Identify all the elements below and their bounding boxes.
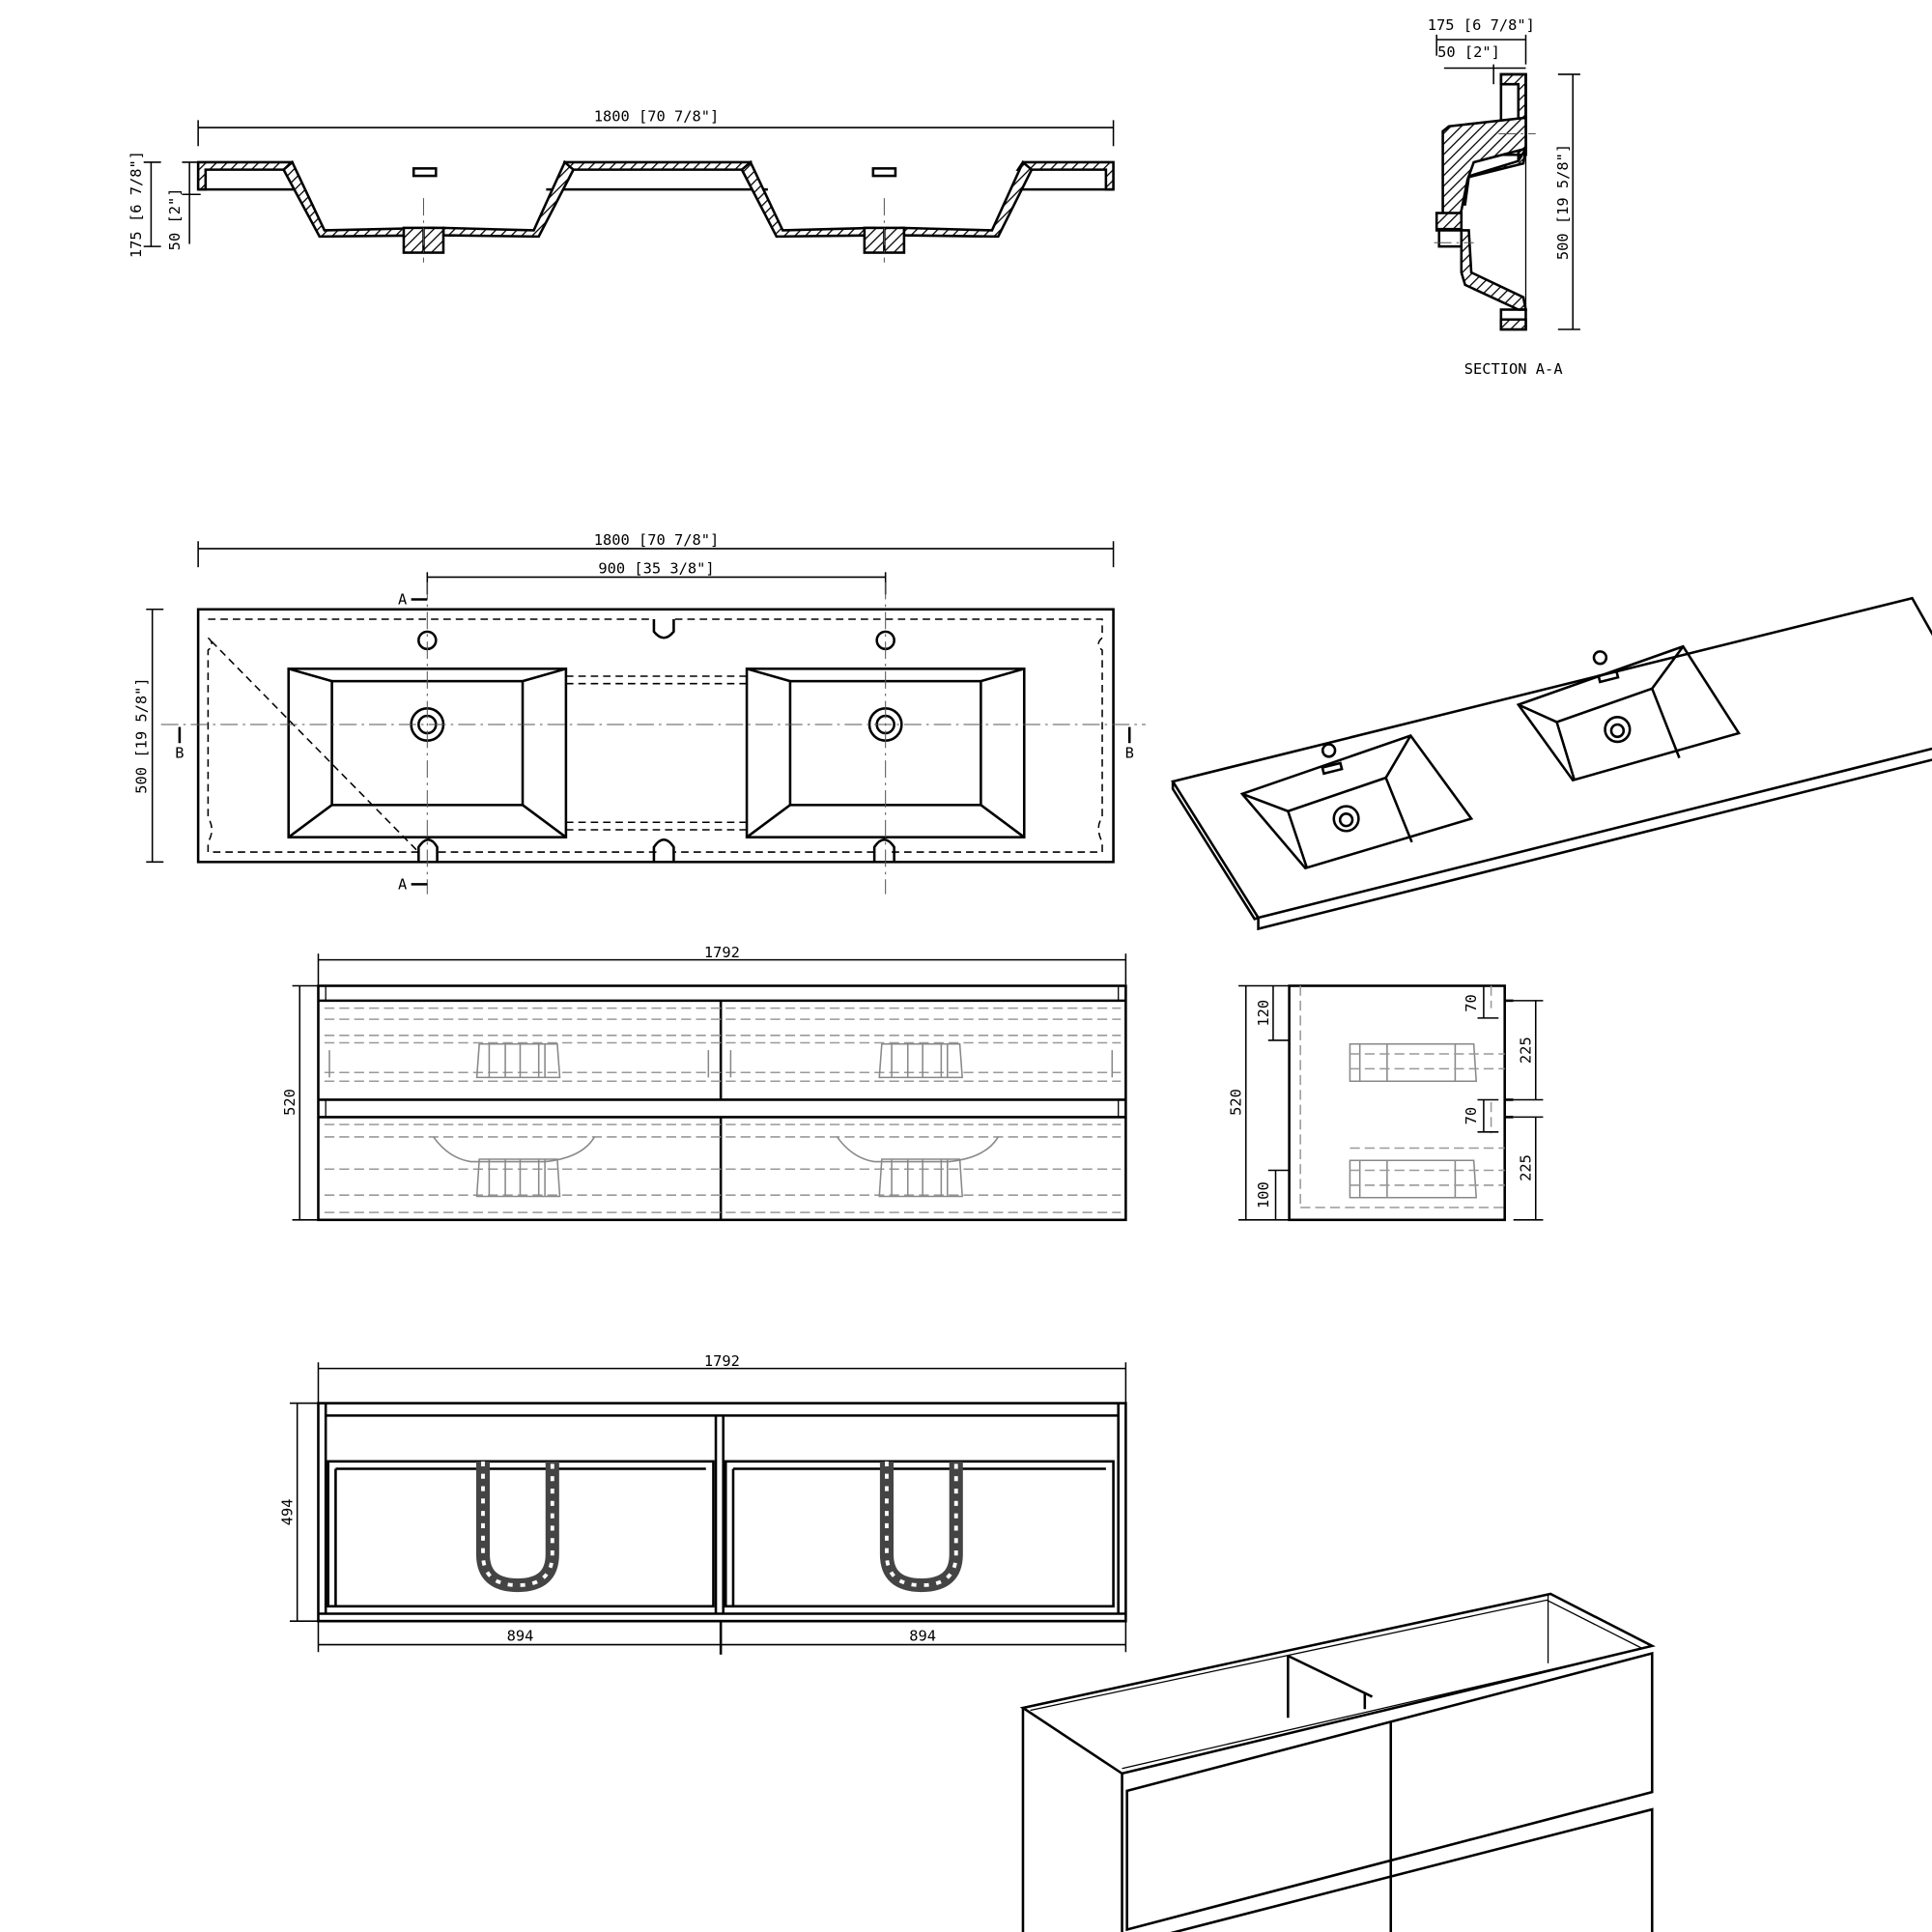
- faucet-hole: [1592, 650, 1608, 666]
- section-marker-b-right: B: [1125, 745, 1134, 762]
- overall-width-label: 1800 [70 7/8"]: [594, 108, 720, 126]
- basin-spacing-label: 900 [35 3/8"]: [598, 560, 714, 578]
- section-marker-a-top: A: [398, 591, 407, 609]
- section-marker-b-left: B: [175, 745, 184, 762]
- right-bay-label: 894: [909, 1628, 936, 1645]
- bottom-rail-label: 100: [1255, 1181, 1272, 1208]
- sink-cross-section: 1800 [70 7/8"] 175 [6 7/8"] 50 [2"]: [128, 108, 1115, 263]
- drawer-gap-mid-label: 70: [1463, 1107, 1480, 1125]
- section-a-a: 175 [6 7/8"] 50 [2"] 500 [19 5/8"] SECTI…: [1428, 16, 1580, 378]
- drawer-front-top: [1125, 1651, 1654, 1932]
- section-title: SECTION A-A: [1464, 360, 1563, 378]
- drawer-slide-hardware: [475, 1043, 963, 1198]
- overflow-slot: [412, 167, 438, 178]
- overflow-slot: [1321, 761, 1344, 776]
- section-depth-label: 175 [6 7/8"]: [1428, 16, 1535, 34]
- section-marker-a-bottom: A: [398, 876, 407, 894]
- countertop-outline: [196, 608, 1115, 864]
- drain-icon: [1332, 805, 1360, 833]
- side-panel: [1288, 984, 1506, 1222]
- top-rail-label: 120: [1255, 1000, 1272, 1027]
- cabinet-side-elevation: 520 120 100 70 70 225 225: [1228, 984, 1544, 1222]
- overflow-slot: [1597, 669, 1620, 684]
- cabinet-isometric-view: [1019, 1592, 1656, 1932]
- faucet-hole: [1321, 743, 1337, 758]
- front-width-label: 1792: [704, 944, 740, 961]
- section-deck-label: 50 [2"]: [1437, 43, 1500, 61]
- side-height-label: 520: [1228, 1089, 1245, 1116]
- drawer-height-top-label: 225: [1518, 1037, 1535, 1064]
- height-label: 175 [6 7/8"]: [128, 151, 145, 258]
- cabinet-frame: [317, 984, 1127, 1222]
- rear-width-label: 1792: [704, 1352, 740, 1370]
- cabinet-front-elevation: 1792 520: [281, 944, 1127, 1222]
- sink-plan-view: 1800 [70 7/8"] 900 [35 3/8"]: [132, 531, 1146, 895]
- p-trap-left: [475, 1461, 559, 1593]
- front-height-label: 520: [281, 1089, 298, 1116]
- rear-height-label: 494: [279, 1498, 297, 1525]
- deck-height-label: 50 [2"]: [166, 188, 184, 251]
- cabinet-rear-elevation: 1792 494 894 894: [279, 1352, 1127, 1655]
- drawer-height-bottom-label: 225: [1518, 1154, 1535, 1181]
- drain-icon: [1604, 716, 1632, 744]
- drawer-gap-top-label: 70: [1463, 994, 1480, 1012]
- left-bay-label: 894: [507, 1628, 534, 1645]
- plan-depth-label: 500 [19 5/8"]: [132, 677, 150, 793]
- plan-width-label: 1800 [70 7/8"]: [594, 531, 720, 549]
- sink-isometric-view: [1171, 596, 1932, 931]
- p-trap-right: [879, 1461, 963, 1593]
- overflow-slot: [871, 167, 897, 178]
- section-length-label: 500 [19 5/8"]: [1554, 144, 1572, 260]
